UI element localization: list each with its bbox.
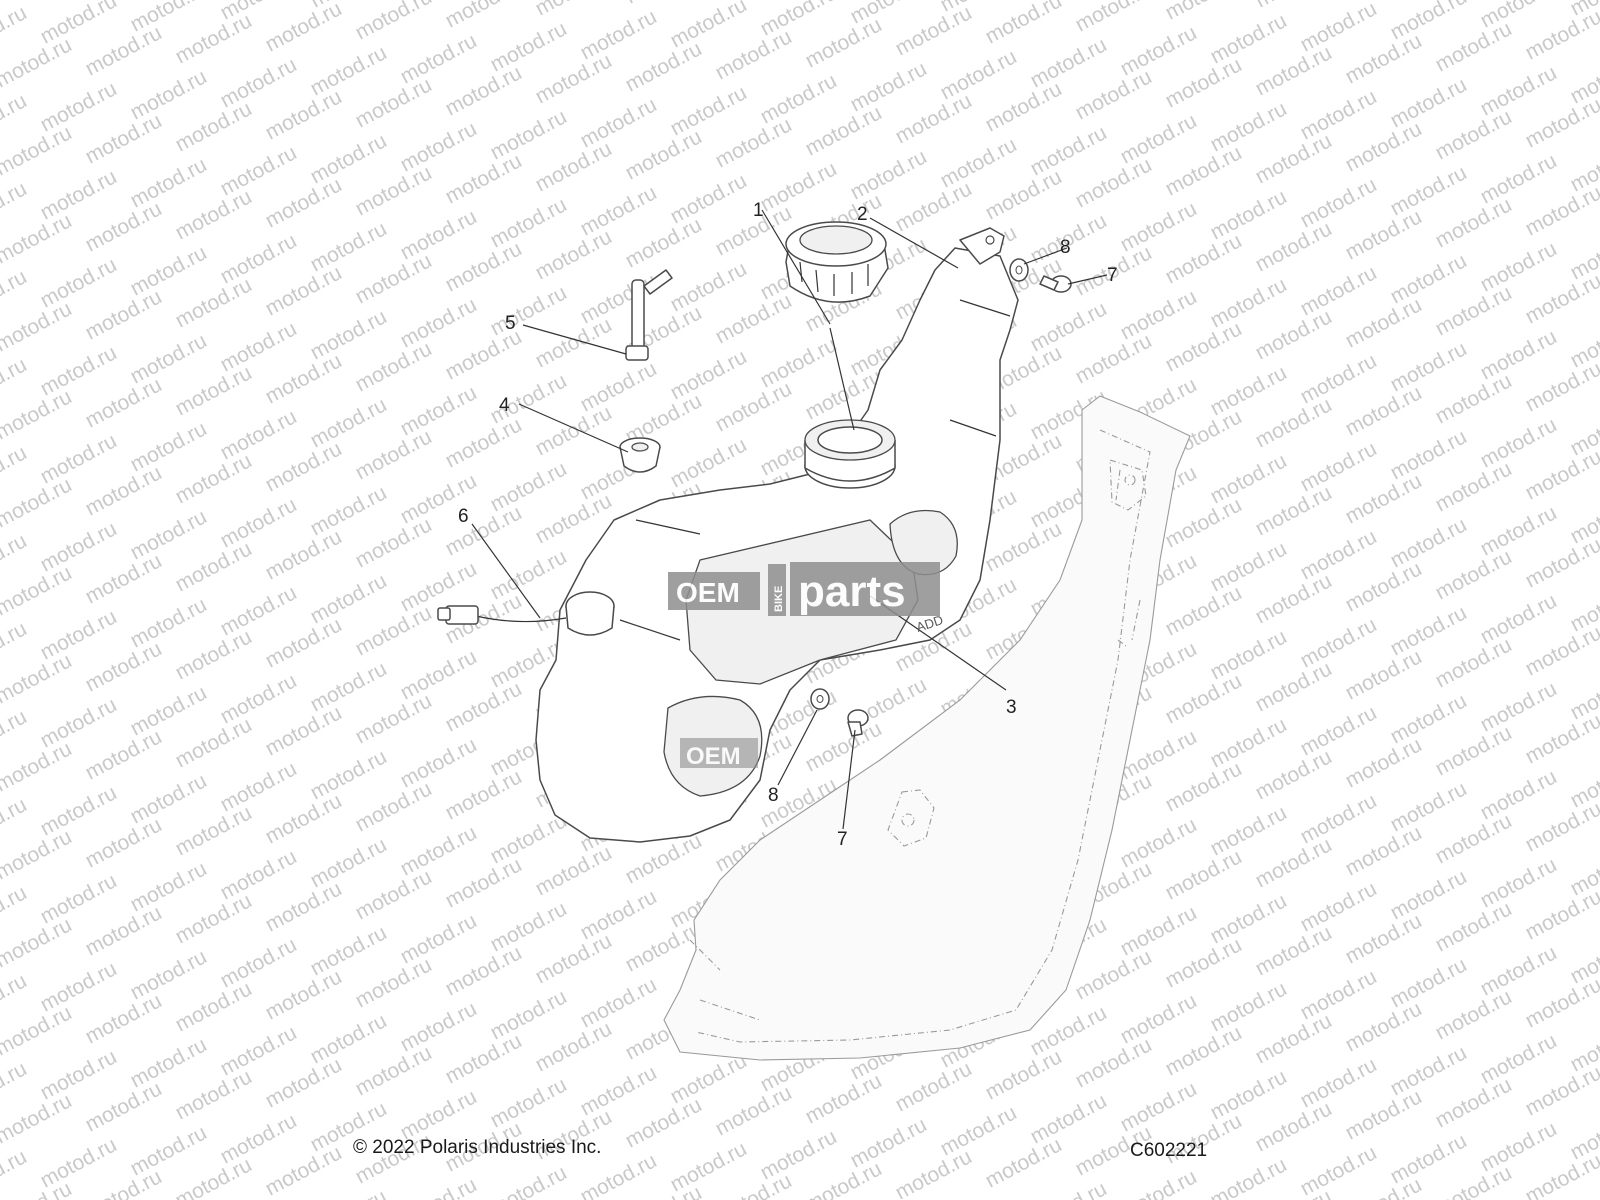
callout-2: 2: [857, 204, 868, 225]
callout-1: 1: [753, 200, 764, 221]
logo-bike-text: BIKE: [773, 586, 785, 612]
callout-7-lower: 7: [837, 829, 848, 850]
logo-oem-secondary-text: OEM: [686, 743, 741, 770]
copyright-notice: © 2022 Polaris Industries Inc.: [353, 1137, 602, 1158]
callout-5: 5: [505, 313, 516, 334]
filler-neck: [804, 419, 896, 489]
bolt-upper: [1039, 275, 1072, 293]
fuel-cap: [785, 221, 889, 303]
callout-8-lower: 8: [768, 785, 779, 806]
callout-6: 6: [458, 506, 469, 527]
callout-8-upper: 8: [1060, 237, 1071, 258]
callout-labels: 1 2 3 4 5 6 7 8 7 8: [458, 200, 1118, 850]
callout-4: 4: [499, 395, 510, 416]
logo-parts-text: parts: [798, 567, 906, 616]
grommet: [619, 437, 661, 473]
callout-7-upper: 7: [1107, 265, 1118, 286]
logo-oem-text: OEM: [676, 577, 740, 608]
vent-fitting: [625, 269, 673, 361]
oem-bike-parts-logo: OEM BIKE parts: [668, 562, 940, 616]
leader-lines: [471, 209, 1108, 830]
callout-3: 3: [1006, 697, 1017, 718]
washer-lower: [810, 688, 830, 710]
fuel-sender: [437, 591, 615, 636]
bolt-lower: [847, 709, 869, 737]
diagram-code: C602221: [1130, 1140, 1208, 1161]
washer-upper: [1009, 258, 1029, 282]
frame-panel-outline: [663, 395, 1191, 1061]
oem-secondary-logo: OEM: [680, 738, 758, 770]
